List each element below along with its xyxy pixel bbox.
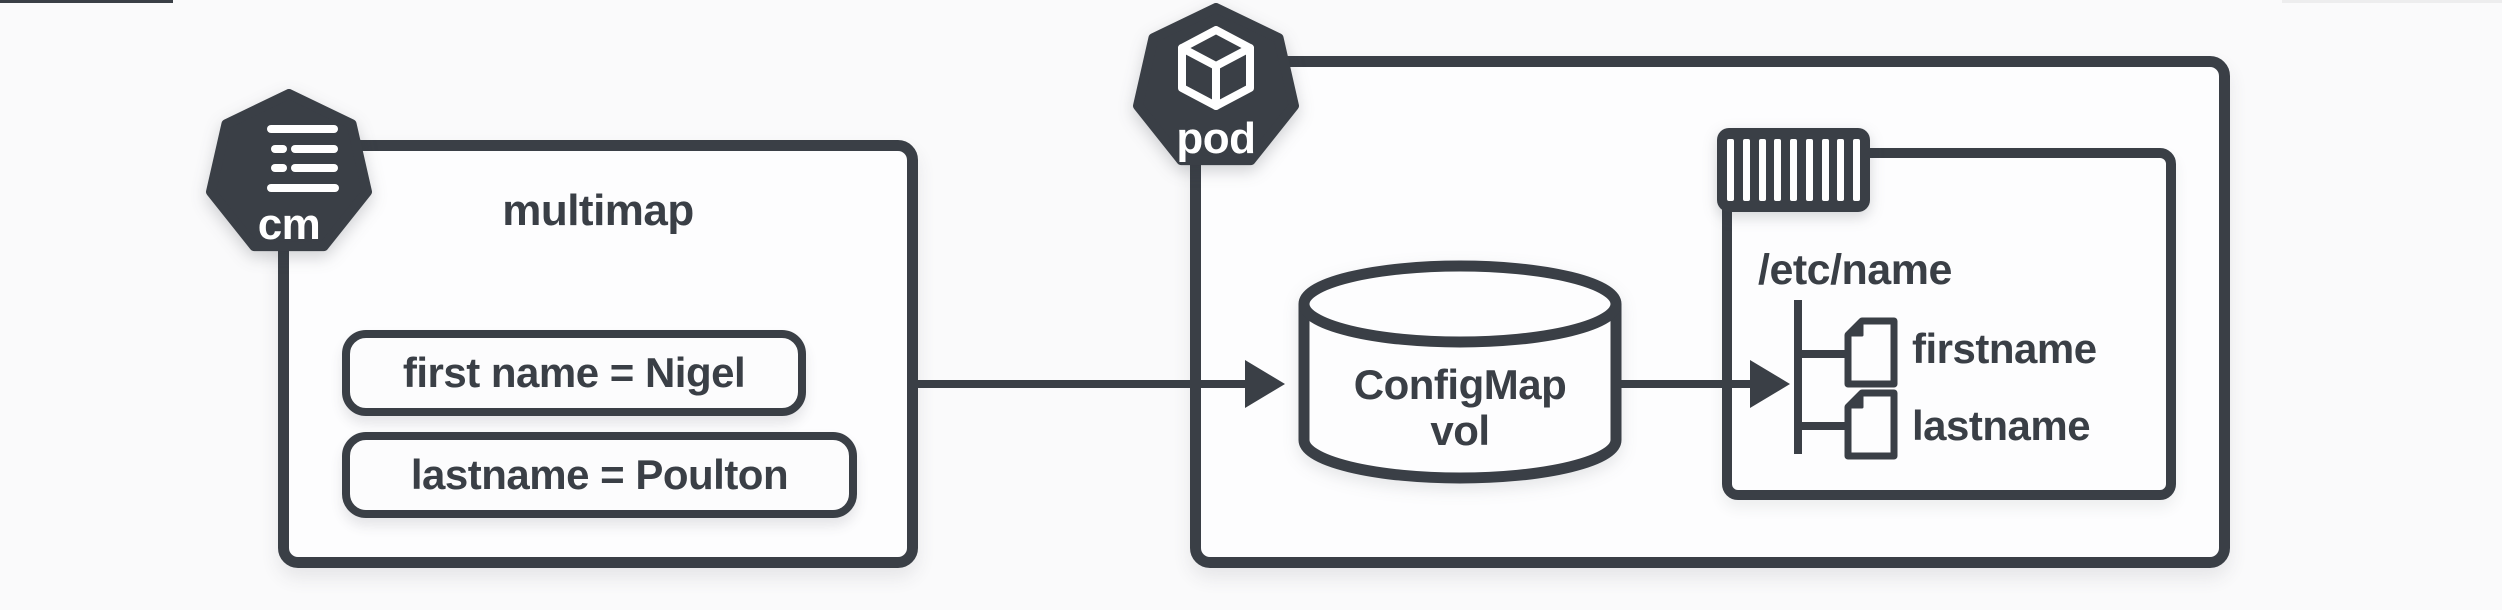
barcode-bar [1790, 139, 1797, 201]
configmap-entry-pill: lastname = Poulton [342, 432, 857, 518]
file-tree-trunk [1794, 300, 1802, 454]
file-tree-branch [1794, 422, 1848, 430]
barcode-bar [1853, 139, 1860, 201]
barcode-bar [1742, 139, 1750, 201]
file-icon [1844, 317, 1898, 388]
file-label-firstname: firstname [1912, 325, 2097, 372]
top-left-crop-strip [0, 0, 173, 3]
barcode-bar [1727, 139, 1734, 201]
volume-label-line2: vol [1430, 407, 1490, 454]
configmap-entry-pill: first name = Nigel [342, 330, 806, 416]
arrow-volume-to-mount-line [1618, 380, 1752, 388]
top-right-crop-strip [2282, 0, 2502, 3]
pod-icon-label: pod [1176, 114, 1256, 163]
barcode-bar [1821, 139, 1829, 201]
arrowhead-icon [1245, 360, 1285, 408]
file-label-lastname: lastname [1912, 402, 2091, 449]
barcode-bar [1837, 139, 1845, 201]
volume-label-line1: ConfigMap [1353, 361, 1567, 408]
cm-icon-label: cm [257, 200, 321, 249]
file-tree-branch [1794, 350, 1848, 358]
cm-heptagon-icon: cm [203, 88, 375, 260]
mount-path-label: /etc/name [1758, 246, 1952, 294]
configmap-title: multimap [502, 186, 694, 235]
arrow-configmap-to-volume-line [912, 380, 1248, 388]
container-barcode-icon [1717, 128, 1870, 212]
arrowhead-icon [1750, 360, 1790, 408]
volume-cylinder-icon [1298, 260, 1622, 484]
barcode-bar [1774, 139, 1782, 201]
barcode-bar [1805, 139, 1813, 201]
pod-heptagon-icon: pod [1130, 2, 1302, 174]
pod-cube-icon [1178, 26, 1254, 110]
barcode-bar [1758, 139, 1766, 201]
volume-label: ConfigMap vol [1293, 362, 1627, 454]
file-icon [1844, 389, 1898, 460]
